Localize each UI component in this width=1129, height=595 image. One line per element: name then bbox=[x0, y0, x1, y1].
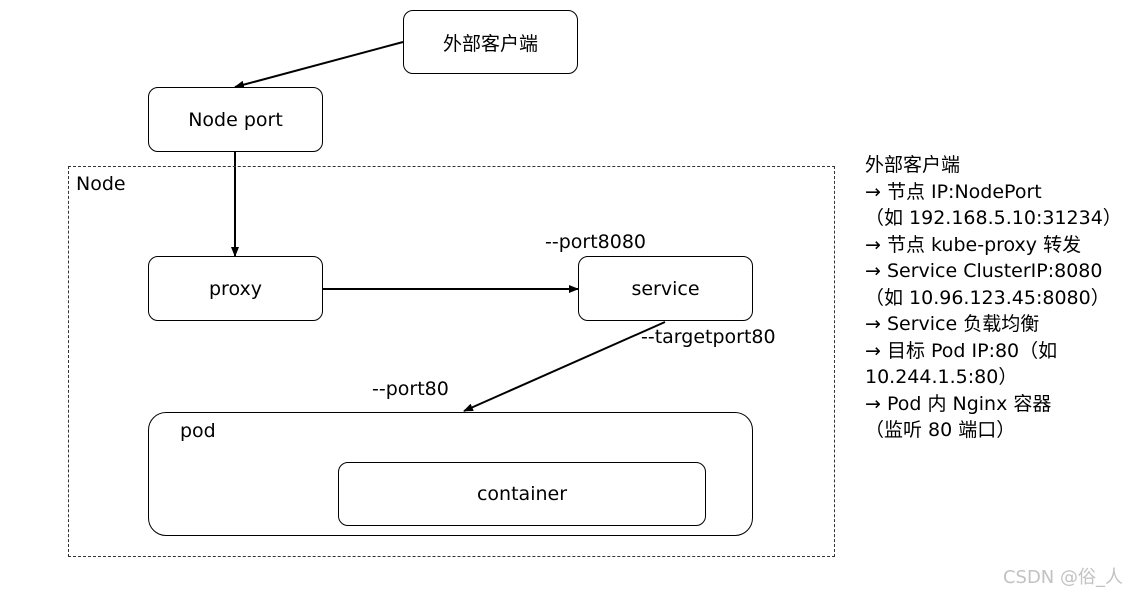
flow-note: 外部客户端 bbox=[865, 154, 961, 176]
proxy-label: proxy bbox=[209, 277, 262, 300]
external-client-label: 外部客户端 bbox=[442, 32, 538, 55]
flow-note: 10.244.1.5:80） bbox=[865, 366, 1018, 388]
external-client-box: 外部客户端 bbox=[403, 10, 578, 74]
flow-notes: 外部客户端 → 节点 IP:NodePort （如 192.168.5.10:3… bbox=[865, 152, 1127, 444]
proxy-box: proxy bbox=[148, 256, 323, 321]
flow-note: → 节点 IP:NodePort bbox=[865, 180, 1042, 203]
node-port-label: Node port bbox=[188, 108, 283, 131]
watermark: CSDN @俗_人 bbox=[1002, 567, 1123, 588]
flow-note: （如 10.96.123.45:8080） bbox=[865, 286, 1110, 309]
flow-note: → Service 负载均衡 bbox=[865, 313, 1040, 335]
flow-note: → Pod 内 Nginx 容器 bbox=[865, 392, 1052, 415]
container-label: container bbox=[476, 483, 568, 505]
node-port-box: Node port bbox=[148, 87, 323, 152]
service-port-label: --port8080 bbox=[545, 231, 647, 253]
target-port-label: --targetport80 bbox=[641, 326, 776, 348]
service-box: service bbox=[578, 256, 753, 321]
arrow-service-to-pod bbox=[463, 321, 666, 412]
service-label: service bbox=[631, 277, 700, 300]
pod-port-label: --port80 bbox=[372, 378, 449, 400]
pod-label: pod bbox=[180, 420, 216, 442]
node-region bbox=[68, 166, 835, 557]
flow-note: → Service ClusterIP:8080 bbox=[865, 260, 1103, 282]
flow-note: → 目标 Pod IP:80（如 bbox=[865, 339, 1058, 362]
node-region-label: Node bbox=[76, 173, 126, 195]
flow-note: → 节点 kube-proxy 转发 bbox=[865, 233, 1082, 256]
flow-note: （监听 80 端口） bbox=[865, 419, 1016, 441]
arrow-client-to-nodeport bbox=[234, 41, 404, 89]
container-box: container bbox=[338, 462, 706, 526]
flow-note: （如 192.168.5.10:31234） bbox=[865, 207, 1122, 229]
